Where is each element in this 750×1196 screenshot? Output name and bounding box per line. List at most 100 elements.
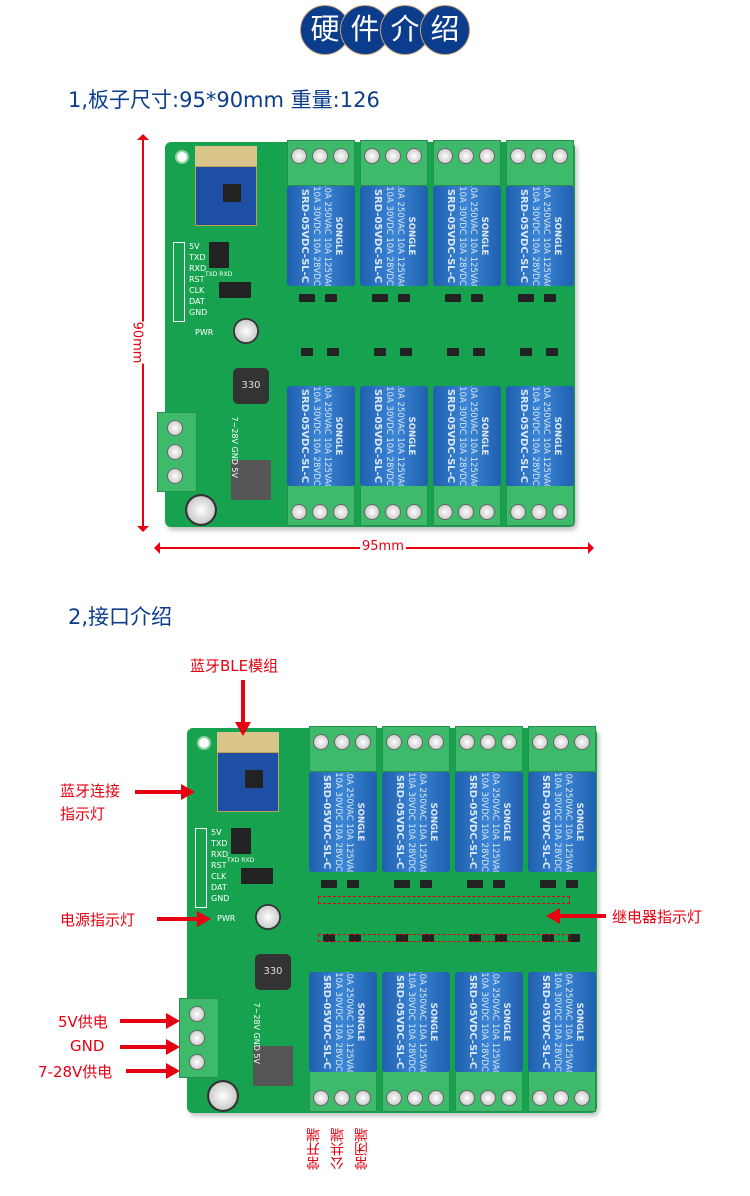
arrow-right-icon [588, 542, 594, 554]
relay-model: SRD-05VDC-SL-C [299, 388, 310, 484]
diode [568, 934, 580, 942]
transistor [299, 294, 315, 302]
relay-rating-ac: 10A 250VAC 10A 125VAC [468, 386, 478, 486]
screw-icon [574, 734, 590, 750]
relay-rating-ac: 10A 250VAC 10A 125VAC [322, 186, 332, 286]
transistor [469, 934, 481, 942]
pin-label: GND [189, 308, 208, 317]
jumper [231, 828, 251, 854]
pin-label: 5V [211, 828, 222, 837]
screw-icon [406, 504, 422, 520]
screw-icon [291, 504, 307, 520]
pin-label: CLK [211, 872, 227, 881]
relay-model: SRD-05VDC-SL-C [445, 388, 456, 484]
screw-icon [532, 1090, 548, 1106]
relay-rating-dc: 10A 30VDC 10A 28VDC [552, 772, 562, 872]
relay-rating-ac: 10A 250VAC 10A 125VAC [541, 186, 551, 286]
supply-7-28v-label: 7-28V供电 [38, 1063, 113, 1081]
screw-icon [552, 148, 568, 164]
arrow-head [235, 722, 251, 736]
screw-icon [167, 420, 183, 436]
relay-rating-dc: 10A 30VDC 10A 28VDC [552, 972, 562, 1072]
transistor [396, 934, 408, 942]
pin-label: TXD [189, 253, 206, 262]
screw-icon [480, 734, 496, 750]
screw-icon [531, 504, 547, 520]
pin-header [173, 242, 185, 322]
relay-brand: SONGLE [428, 802, 438, 842]
relay-brand: SONGLE [479, 416, 489, 456]
screw-icon [458, 504, 474, 520]
screw-icon [189, 1030, 205, 1046]
relay-rating-dc: 10A 30VDC 10A 28VDC [406, 972, 416, 1072]
transistor [520, 348, 532, 356]
screw-icon [531, 148, 547, 164]
relay-brand: SONGLE [574, 1002, 584, 1042]
screw-icon [313, 734, 329, 750]
title-char: 绍 [420, 5, 470, 55]
relay-rating-dc: 10A 30VDC 10A 28VDC [333, 972, 343, 1072]
relay-brand: SONGLE [355, 802, 365, 842]
transistor [321, 880, 337, 888]
relay-rating-ac: 10A 250VAC 10A 125VAC [563, 972, 573, 1072]
jumper-label: TXD RXD [227, 857, 255, 864]
transistor [467, 880, 483, 888]
screw-icon [574, 1090, 590, 1106]
screw-icon [312, 504, 328, 520]
gnd-label: GND [70, 1037, 105, 1055]
screw-icon [333, 504, 349, 520]
pwr-label: PWR [195, 328, 214, 337]
relay-brand: SONGLE [406, 216, 416, 256]
relay-brand: SONGLE [428, 1002, 438, 1042]
relay-led-highlight [318, 896, 570, 904]
capacitor [233, 318, 259, 344]
relay-rating-dc: 10A 30VDC 10A 28VDC [479, 972, 489, 1072]
pin-label: RST [189, 275, 205, 284]
arrow-left-icon [154, 542, 160, 554]
arrow-right-icon [120, 1019, 168, 1023]
relay-rating-ac: 10A 250VAC 10A 125VAC [563, 772, 573, 872]
relay-rating-ac: 10A 250VAC 10A 125VAC [417, 772, 427, 872]
diode [471, 294, 483, 302]
normally-closed-label: 常闭端 [354, 1128, 370, 1170]
screw-icon [406, 148, 422, 164]
diode [493, 880, 505, 888]
transistor [540, 880, 556, 888]
relay-model: SRD-05VDC-SL-C [321, 774, 332, 870]
diode [420, 880, 432, 888]
screw-icon [355, 1090, 371, 1106]
pwr-label: PWR [217, 914, 236, 923]
relay-rating-ac: 10A 250VAC 10A 125VAC [395, 386, 405, 486]
diode [349, 934, 361, 942]
screw-icon [428, 734, 444, 750]
relay-model: SRD-05VDC-SL-C [394, 974, 405, 1070]
diode [422, 934, 434, 942]
relay-rating-ac: 10A 250VAC 10A 125VAC [344, 772, 354, 872]
arrow-head [166, 1063, 180, 1079]
relay-brand: SONGLE [501, 802, 511, 842]
screw-icon [334, 1090, 350, 1106]
relay-brand: SONGLE [333, 416, 343, 456]
pin-label: DAT [211, 883, 227, 892]
mounting-hole [197, 736, 211, 750]
relay-model: SRD-05VDC-SL-C [540, 774, 551, 870]
normally-open-label: 常开端 [306, 1128, 322, 1170]
relay-rating-ac: 10A 250VAC 10A 125VAC [490, 972, 500, 1072]
diode [325, 294, 337, 302]
relay-rating-ac: 10A 250VAC 10A 125VAC [322, 386, 332, 486]
